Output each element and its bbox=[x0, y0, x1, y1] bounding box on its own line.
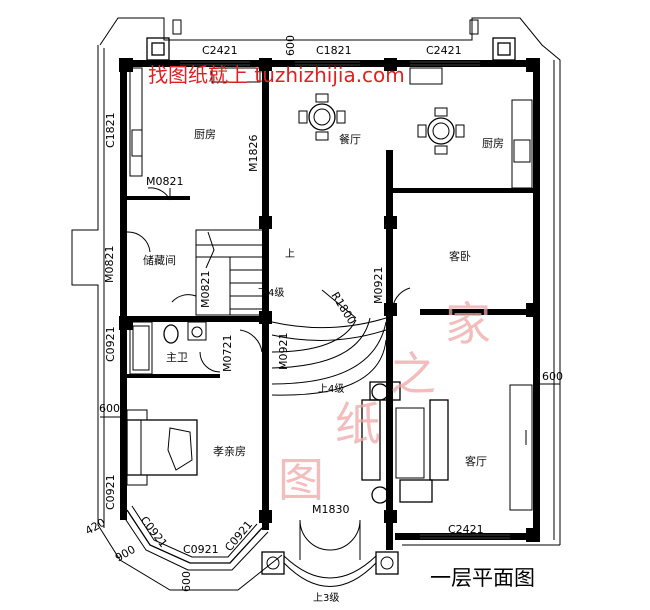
dimension-label-bay-bottom: 600 bbox=[180, 571, 193, 592]
door-swings bbox=[126, 187, 411, 373]
door-label-parents: M0921 bbox=[277, 333, 290, 371]
room-label-dining: 餐厅 bbox=[339, 132, 361, 146]
room-label-bathroom: 主卫 bbox=[166, 351, 188, 364]
window-label-top-right: C2421 bbox=[426, 44, 462, 57]
door-label-under-stair: M0821 bbox=[199, 271, 212, 309]
watermark-char-4: 家 bbox=[445, 297, 491, 351]
step-label-foyer-up: 上4级 bbox=[318, 383, 344, 395]
bed bbox=[126, 409, 198, 486]
dimension-label-radius: R1800 bbox=[328, 290, 358, 327]
step-label-stair-down: 下4级 bbox=[258, 287, 284, 299]
room-label-kitchen-left: 厨房 bbox=[194, 128, 216, 141]
exterior-outline bbox=[71, 17, 561, 591]
step-labels: 上 下4级 上4级 上3级 bbox=[258, 248, 344, 604]
drawing-title: 一层平面图 bbox=[430, 566, 535, 590]
entrance-porch bbox=[261, 519, 399, 587]
door-labels: M0821 M1826 M0821 M0821 M0921 M0721 M092… bbox=[103, 135, 385, 517]
door-label-dining-kitchen: M1826 bbox=[247, 135, 260, 173]
window-label-left-bath: C0921 bbox=[104, 326, 117, 362]
room-label-guest-bedroom: 客卧 bbox=[449, 249, 471, 263]
stair bbox=[195, 229, 269, 316]
window-label-left-lower: C0921 bbox=[104, 474, 117, 510]
door-label-guest-bedroom: M0921 bbox=[372, 267, 385, 305]
bay-window bbox=[121, 505, 269, 571]
bathroom-fixtures bbox=[129, 321, 207, 375]
watermark-top: 找图纸就上 tuzhizhijia.com bbox=[148, 63, 405, 87]
window-label-bay-bottom: C0921 bbox=[183, 543, 219, 556]
door-label-kitchen-left: M0821 bbox=[146, 175, 184, 188]
room-label-parents-room: 孝亲房 bbox=[213, 444, 246, 458]
room-label-kitchen-right: 厨房 bbox=[482, 137, 504, 150]
dimension-label-right: 600 bbox=[542, 370, 563, 383]
step-label-stair-up: 上 bbox=[285, 248, 295, 260]
room-label-living-room: 客厅 bbox=[465, 454, 487, 468]
step-label-entrance-up: 上3级 bbox=[313, 592, 339, 604]
room-labels: 厨房 厨房 餐厅 储藏间 客卧 主卫 孝亲房 客厅 bbox=[143, 128, 504, 468]
watermark-char-3: 之 bbox=[390, 347, 436, 401]
window-label-top-left: C2421 bbox=[202, 44, 238, 57]
door-label-storage-left: M0821 bbox=[103, 246, 116, 284]
window-label-bay-right: C0921 bbox=[222, 518, 255, 554]
window-marks bbox=[180, 61, 510, 539]
door-label-entrance: M1830 bbox=[312, 503, 350, 516]
dimension-label-left: 600 bbox=[99, 402, 120, 415]
foyer-steps bbox=[271, 289, 387, 396]
dimension-label-top: 600 bbox=[284, 35, 297, 56]
watermark-char-1: 图 bbox=[278, 453, 324, 507]
dining-tables bbox=[298, 93, 465, 155]
watermark-diagonal: 图 纸 之 家 bbox=[278, 297, 491, 507]
dimension-label-corner-900: 900 bbox=[113, 543, 138, 565]
kitchen-fixtures bbox=[129, 67, 533, 189]
walls bbox=[119, 58, 540, 550]
window-label-bottom-right: C2421 bbox=[448, 523, 484, 536]
watermark-char-2: 纸 bbox=[335, 397, 381, 451]
sofa-set bbox=[361, 381, 533, 511]
window-label-left-upper: C1821 bbox=[104, 112, 117, 148]
door-label-bathroom: M0721 bbox=[221, 335, 234, 373]
room-label-storage: 储藏间 bbox=[143, 253, 176, 267]
window-label-top-mid: C1821 bbox=[316, 44, 352, 57]
